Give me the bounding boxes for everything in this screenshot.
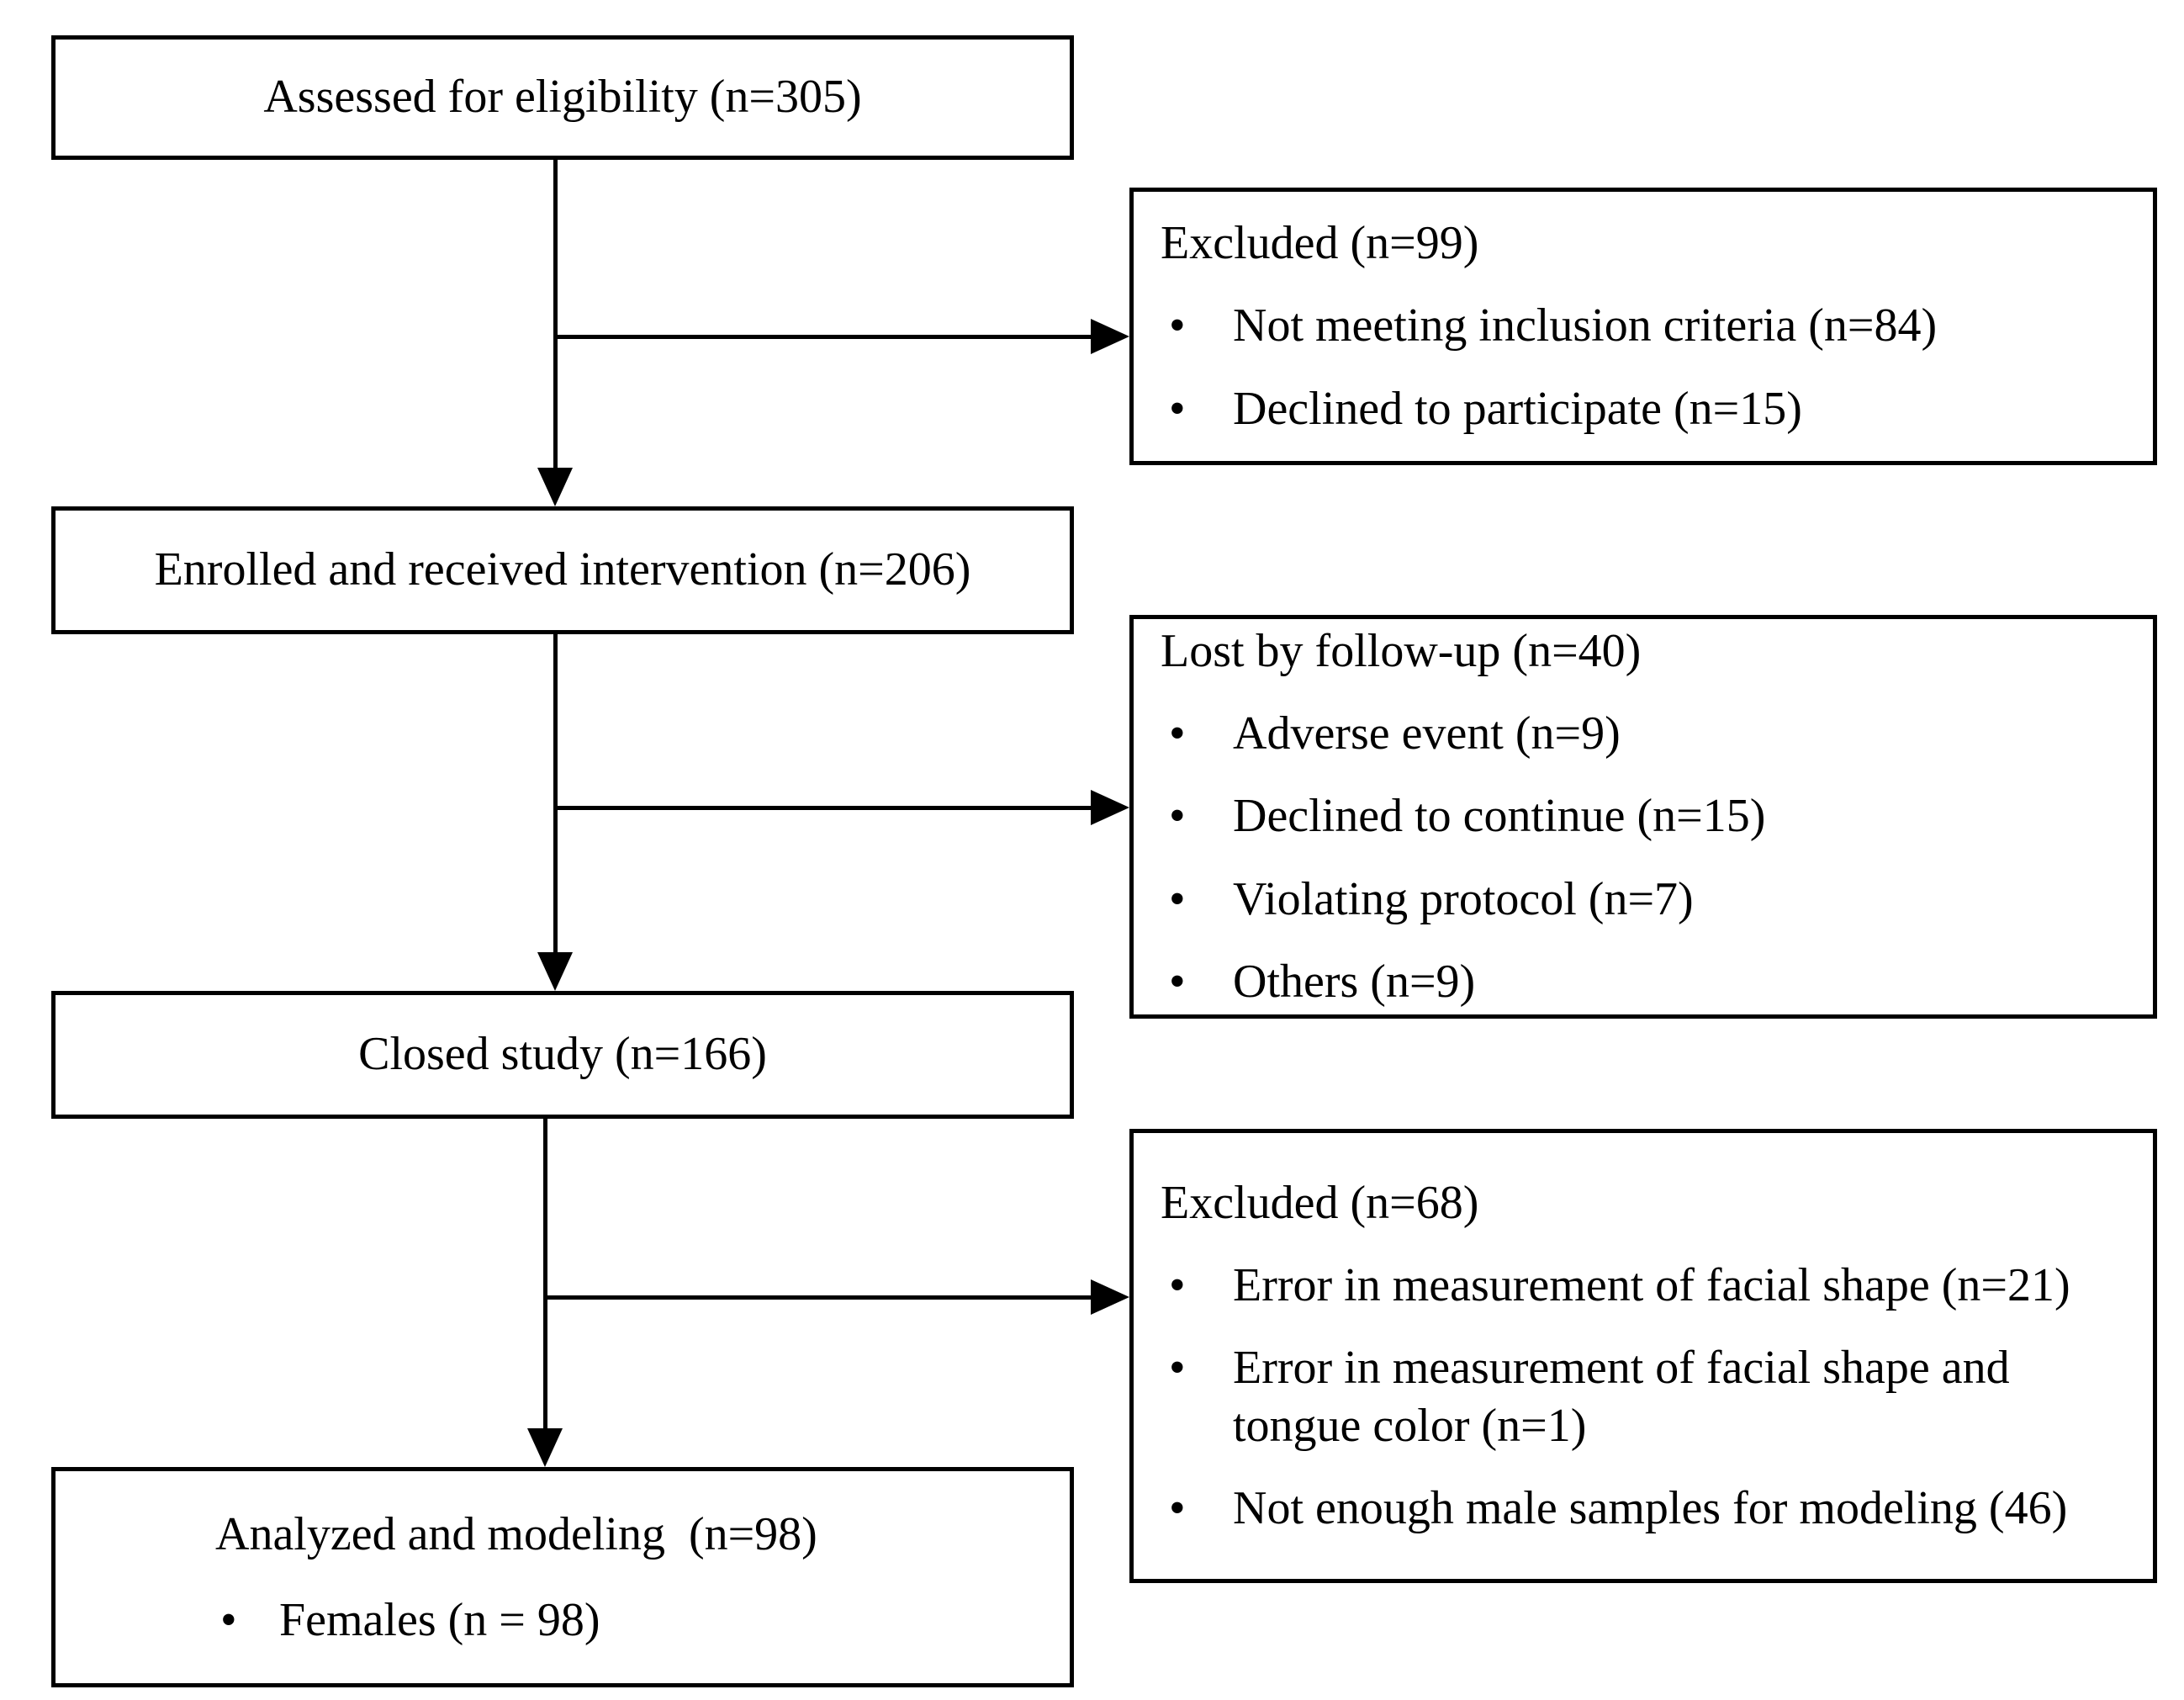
bullet-icon: [1161, 705, 1233, 762]
excluded-screening-bullet-list: Not meeting inclusion criteria (n=84) De…: [1161, 272, 2123, 437]
box-analyzed-modeling-label: Analyzed and modeling (n=98): [215, 1508, 817, 1560]
box-lost-followup-label: Lost by follow-up (n=40): [1161, 624, 1642, 677]
connector-enrolled-to-closed: [553, 634, 558, 956]
box-lost-followup: Lost by follow-up (n=40) Adverse event (…: [1129, 615, 2157, 1019]
bullet-icon: [220, 1591, 279, 1649]
list-item: Others (n=9): [1161, 953, 2123, 1010]
box-closed-study-label: Closed study (n=166): [358, 1028, 767, 1081]
box-assessed-eligibility: Assessed for eligibility (n=305): [51, 35, 1074, 160]
arrow-right-icon: [1091, 790, 1129, 825]
list-item: Not meeting inclusion criteria (n=84): [1161, 297, 2123, 354]
list-item: Adverse event (n=9): [1161, 705, 2123, 762]
connector-closed-to-excluded-analysis: [543, 1295, 1096, 1300]
box-excluded-screening: Excluded (n=99) Not meeting inclusion cr…: [1129, 188, 2157, 465]
list-item: Declined to participate (n=15): [1161, 380, 2123, 437]
arrow-down-icon: [527, 1428, 563, 1467]
excluded-analysis-bullet-list: Error in measurement of facial shape (n=…: [1161, 1231, 2123, 1537]
box-analyzed-modeling: Analyzed and modeling (n=98) Females (n …: [51, 1467, 1074, 1687]
connector-assessed-to-excluded-screening: [553, 335, 1096, 339]
bullet-icon: [1161, 1480, 1233, 1537]
connector-closed-to-analyzed: [543, 1119, 547, 1428]
box-excluded-analysis-label: Excluded (n=68): [1161, 1176, 1479, 1229]
lost-followup-bullet-list: Adverse event (n=9) Declined to continue…: [1161, 680, 2123, 1010]
list-item: Error in measurement of facial shape (n=…: [1161, 1257, 2123, 1314]
list-item: Declined to continue (n=15): [1161, 787, 2123, 845]
box-excluded-screening-label: Excluded (n=99): [1161, 217, 1479, 270]
bullet-icon: [1161, 953, 1233, 1010]
list-item: Violating protocol (n=7): [1161, 871, 2123, 928]
box-assessed-eligibility-label: Assessed for eligibility (n=305): [263, 71, 862, 124]
arrow-down-icon: [537, 468, 573, 506]
list-item: Not enough male samples for modeling (46…: [1161, 1480, 2123, 1537]
bullet-icon: [1161, 1257, 1233, 1314]
bullet-icon: [1161, 1339, 1233, 1396]
box-closed-study: Closed study (n=166): [51, 991, 1074, 1119]
arrow-right-icon: [1091, 1279, 1129, 1315]
arrow-right-icon: [1091, 319, 1129, 354]
box-enrolled-intervention: Enrolled and received intervention (n=20…: [51, 506, 1074, 634]
connector-assessed-to-enrolled: [553, 160, 558, 471]
analyzed-bullet-list: Females (n = 98): [81, 1591, 1044, 1649]
bullet-icon: [1161, 787, 1233, 845]
box-enrolled-intervention-label: Enrolled and received intervention (n=20…: [154, 543, 971, 596]
list-item: Error in measurement of facial shape and…: [1161, 1339, 2123, 1454]
arrow-down-icon: [537, 952, 573, 991]
bullet-icon: [1161, 380, 1233, 437]
list-item: Females (n = 98): [220, 1591, 1044, 1649]
connector-enrolled-to-lost-followup: [553, 806, 1096, 810]
bullet-icon: [1161, 871, 1233, 928]
bullet-icon: [1161, 297, 1233, 354]
box-excluded-analysis: Excluded (n=68) Error in measurement of …: [1129, 1129, 2157, 1583]
